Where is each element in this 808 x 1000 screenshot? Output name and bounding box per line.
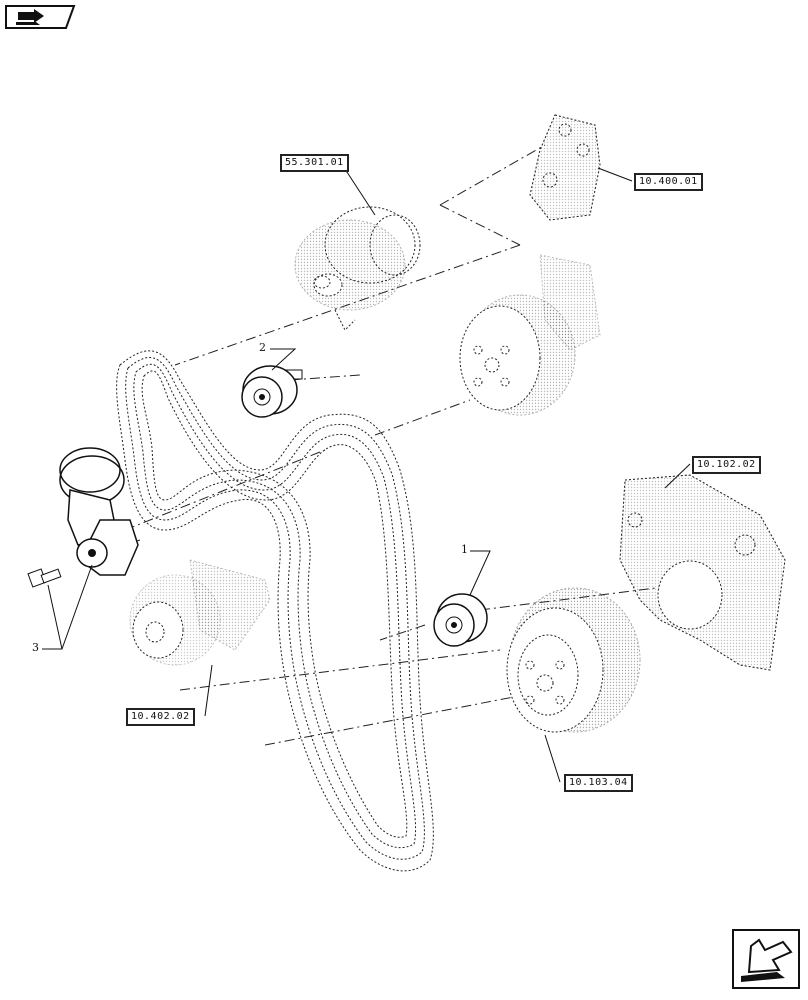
book-nav-button[interactable] bbox=[4, 4, 76, 30]
ref-10-400-01[interactable]: 10.400.01 bbox=[635, 174, 702, 190]
next-page-button[interactable] bbox=[731, 928, 801, 990]
book-arrow-icon bbox=[5, 5, 76, 29]
item-number-2: 2 bbox=[259, 341, 266, 354]
alternator bbox=[294, 206, 421, 331]
crankshaft-damper bbox=[506, 587, 641, 733]
ref-10-103-04[interactable]: 10.103.04 bbox=[565, 775, 632, 791]
tensioner-bolt bbox=[27, 568, 62, 588]
fan-hub-pulley bbox=[459, 254, 601, 416]
poly-v-belt bbox=[116, 350, 434, 872]
timing-cover bbox=[619, 474, 786, 671]
ref-10-402-02[interactable]: 10.402.02 bbox=[127, 709, 194, 725]
next-page-arrow-icon bbox=[732, 929, 800, 989]
ref-55-301-01[interactable]: 55.301.01 bbox=[281, 155, 348, 171]
leader-lines bbox=[42, 167, 691, 783]
idler-pulley-upper bbox=[241, 365, 303, 418]
ref-10-102-02[interactable]: 10.102.02 bbox=[693, 457, 760, 473]
water-pump-housing bbox=[529, 114, 601, 221]
item-number-3: 3 bbox=[32, 641, 39, 654]
idler-pulley-lower bbox=[433, 593, 488, 647]
belt-tensioner bbox=[59, 447, 139, 576]
item-number-1: 1 bbox=[461, 543, 468, 556]
pump-assembly bbox=[129, 559, 271, 666]
